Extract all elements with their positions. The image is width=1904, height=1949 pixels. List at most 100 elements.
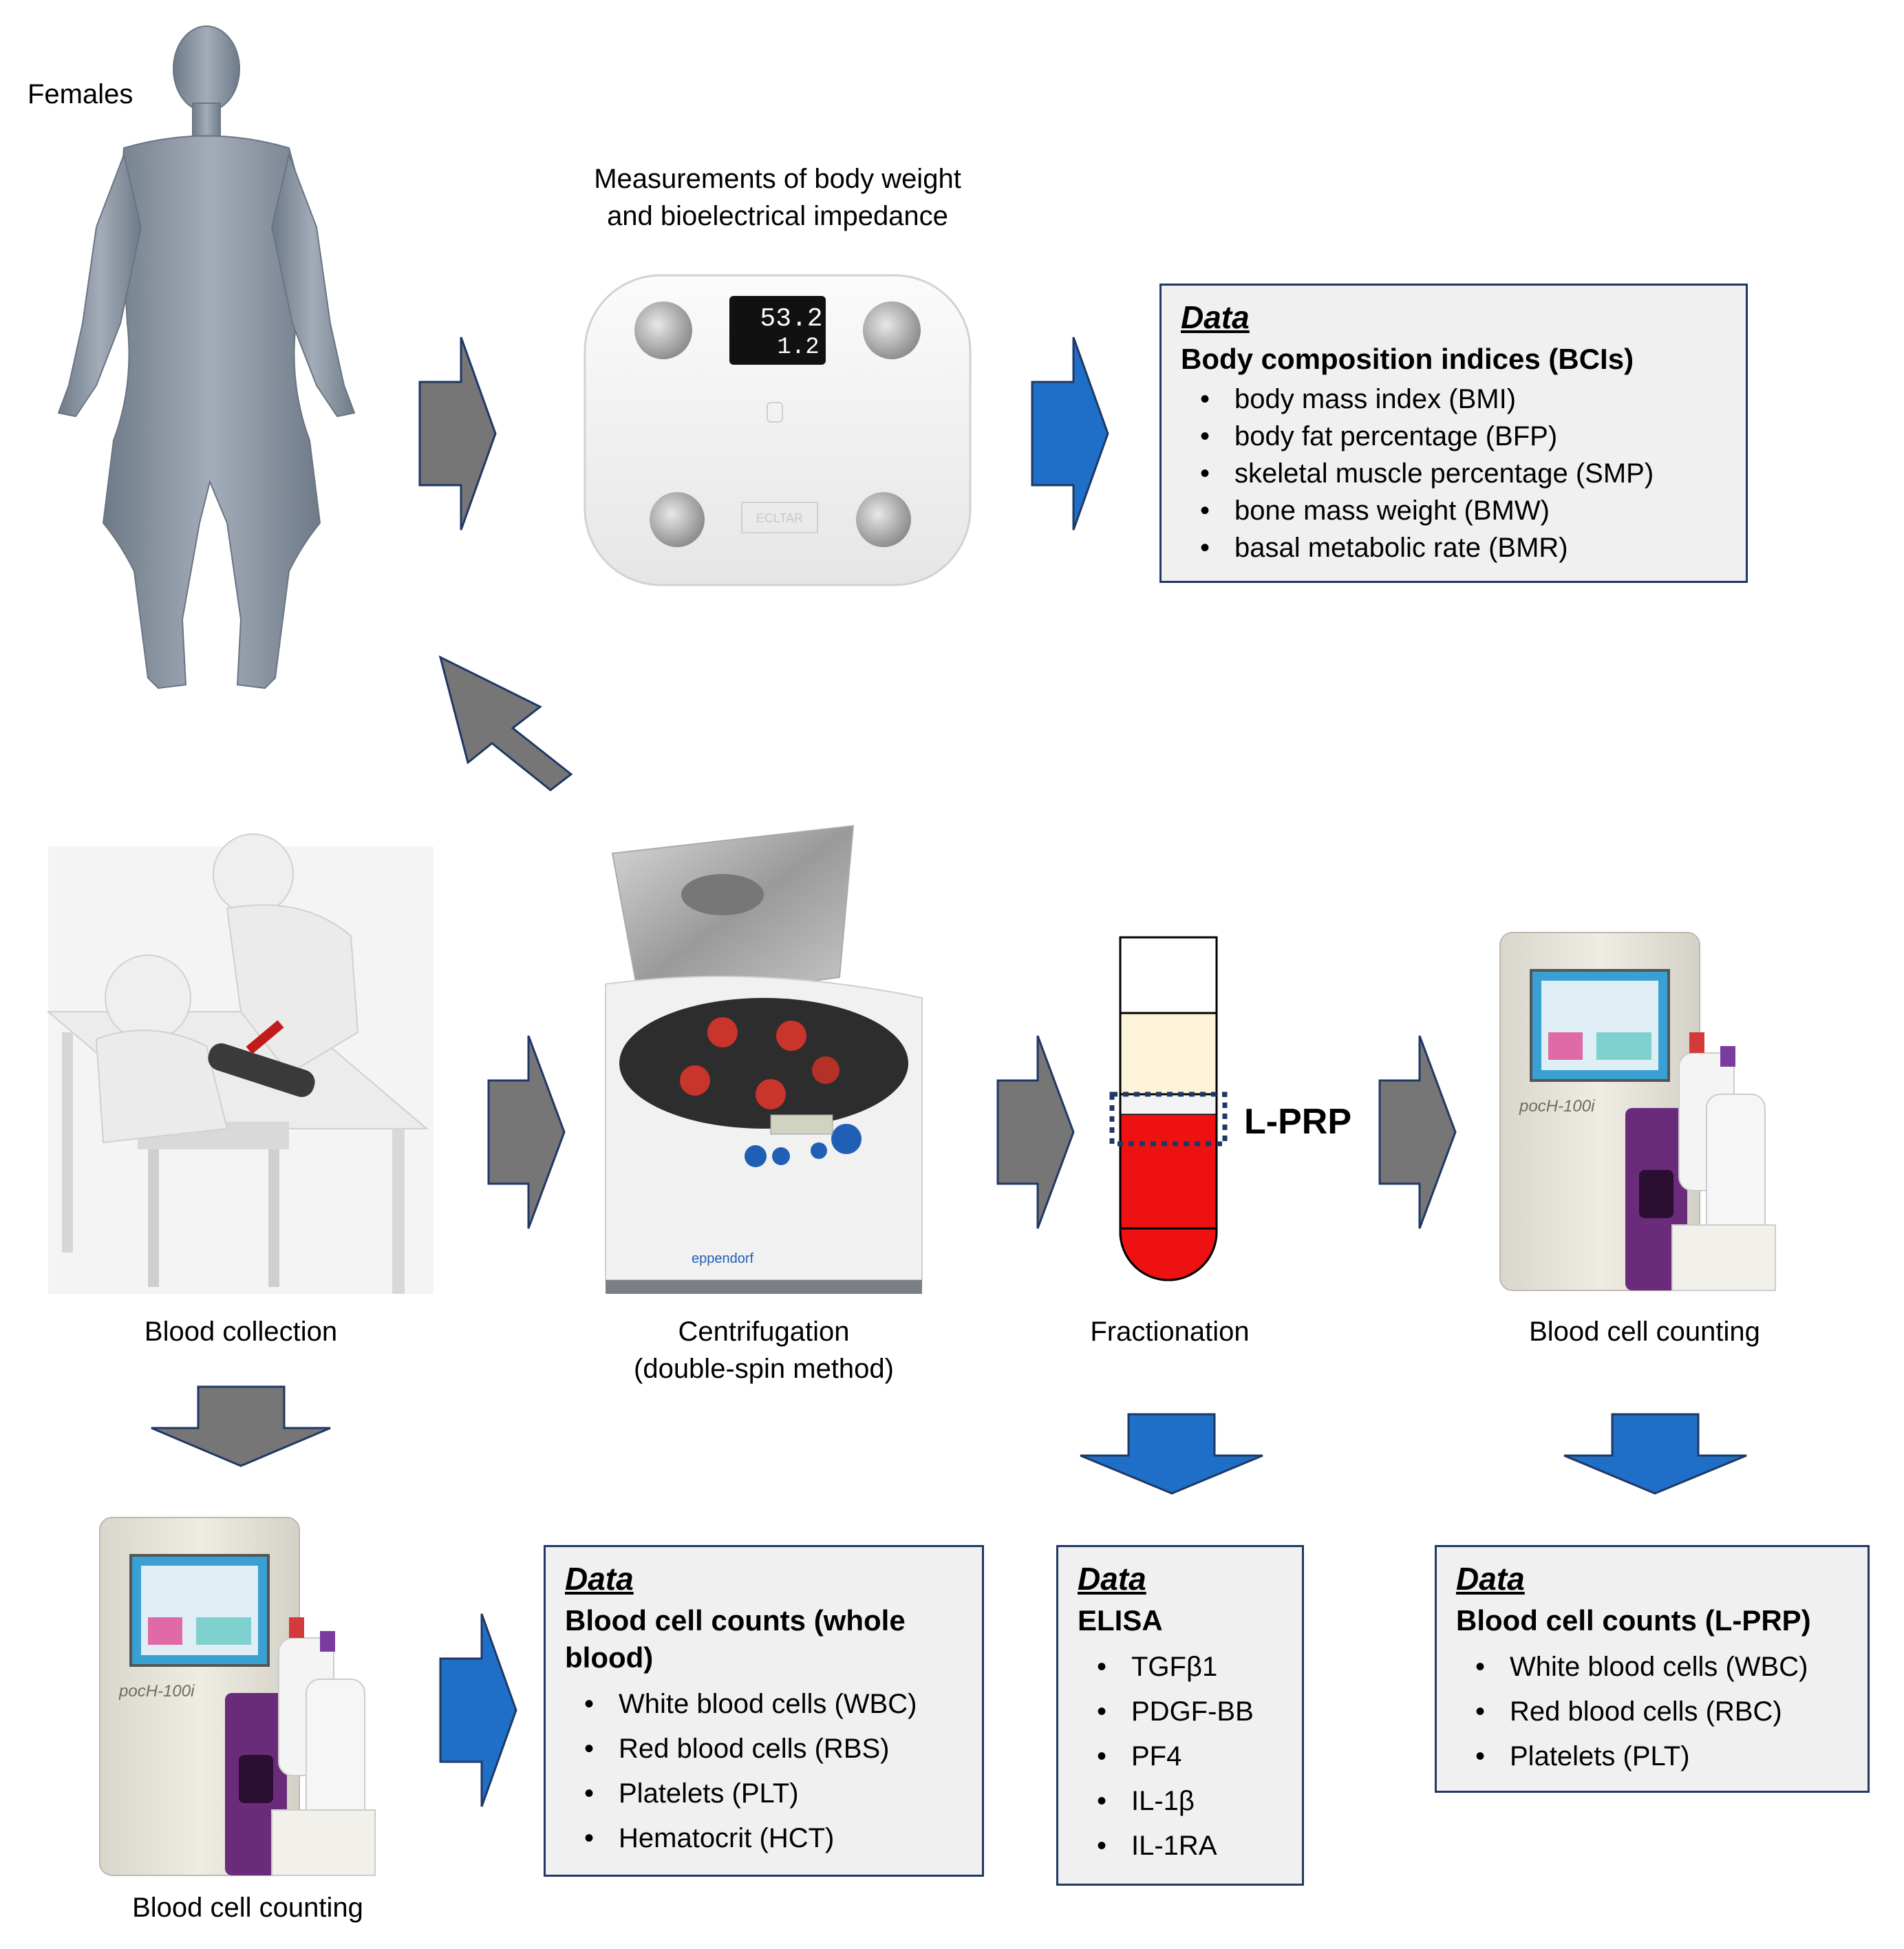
list-item-text: basal metabolic rate (BMR) <box>1234 533 1568 563</box>
bullet-icon: • <box>1200 533 1210 563</box>
bullet-icon: • <box>584 1778 595 1809</box>
list-item: • Red blood cells (RBS) <box>565 1727 982 1771</box>
list-item-text: body mass index (BMI) <box>1234 384 1517 414</box>
list-item: • IL-1β <box>1078 1779 1302 1824</box>
blood-collection-label: Blood collection <box>144 1317 338 1347</box>
bullet-icon: • <box>1475 1696 1486 1727</box>
scale-reading-bottom: 1.2 <box>777 334 819 361</box>
list-item-text: IL-1β <box>1131 1786 1195 1816</box>
bullet-icon: • <box>1097 1786 1107 1816</box>
list-item: • PF4 <box>1078 1734 1302 1779</box>
list-item-text: Platelets (PLT) <box>619 1778 799 1809</box>
hematology-analyzer-bottom <box>99 1517 376 1876</box>
bullet-icon: • <box>1097 1652 1107 1682</box>
list-item: • basal metabolic rate (BMR) <box>1181 529 1746 566</box>
list-item: • IL-1RA <box>1078 1824 1302 1868</box>
fractionation-label: Fractionation <box>1090 1317 1250 1347</box>
list-item-text: skeletal muscle percentage (SMP) <box>1234 458 1654 489</box>
list-item-text: PF4 <box>1131 1741 1182 1771</box>
arrow-person-to-scale <box>418 337 497 531</box>
arrow-collection-down <box>151 1385 331 1467</box>
scale-reading-top: 53.2 <box>760 304 822 334</box>
arrow-tube-to-analyzer <box>1378 1035 1457 1229</box>
females-label: Females <box>28 79 133 109</box>
bullet-icon: • <box>1200 496 1210 526</box>
list-item: • PDGF-BB <box>1078 1690 1302 1734</box>
bullet-icon: • <box>584 1689 595 1719</box>
list-item-text: bone mass weight (BMW) <box>1234 496 1550 526</box>
bullet-icon: • <box>1097 1831 1107 1861</box>
list-item-text: Red blood cells (RBS) <box>619 1734 890 1764</box>
bullet-icon: • <box>584 1823 595 1853</box>
list-item-text: White blood cells (WBC) <box>1510 1652 1808 1682</box>
list-item: • Platelets (PLT) <box>565 1771 982 1816</box>
data-title: Data <box>1181 299 1250 335</box>
list-item-text: Platelets (PLT) <box>1510 1741 1690 1771</box>
analyzer-model-right: pocH-100i <box>1519 1097 1595 1116</box>
bci-heading: Body composition indices (BCIs) <box>1181 343 1634 375</box>
whole-blood-heading: Blood cell counts (whole blood) <box>565 1604 906 1674</box>
centrifugation-label-line2: (double-spin method) <box>634 1354 894 1384</box>
bullet-icon: • <box>1475 1652 1486 1682</box>
arrow-collection-to-centrifuge <box>487 1035 566 1229</box>
data-title: Data <box>1078 1561 1146 1597</box>
list-item-text: PDGF-BB <box>1131 1696 1254 1727</box>
measurements-label-line1: Measurements of body weight <box>594 164 961 194</box>
list-item-text: Red blood cells (RBC) <box>1510 1696 1782 1727</box>
bci-list: • body mass index (BMI) • body fat percent… <box>1181 381 1746 566</box>
blood-cell-counting-label-right: Blood cell counting <box>1529 1317 1760 1347</box>
arrow-analyzer-to-whole-blood-data <box>439 1613 517 1807</box>
lprp-label: L-PRP <box>1244 1102 1351 1142</box>
centrifuge-brand: eppendorf <box>692 1251 754 1266</box>
list-item-text: TGFβ1 <box>1131 1652 1218 1682</box>
fractionation-tube <box>1109 936 1228 1281</box>
data-title: Data <box>565 1561 634 1597</box>
list-item-text: White blood cells (WBC) <box>619 1689 917 1719</box>
arrow-tube-to-elisa <box>1080 1413 1263 1495</box>
list-item: • body fat percentage (BFP) <box>1181 418 1746 455</box>
elisa-list: • TGFβ1 • PDGF-BB • PF4 • IL-1β • IL-1RA <box>1078 1645 1302 1868</box>
whole-blood-list: • White blood cells (WBC) • Red blood cell… <box>565 1682 982 1861</box>
bullet-icon: • <box>1097 1741 1107 1771</box>
arrow-to-person <box>438 655 573 791</box>
lprp-list: • White blood cells (WBC) • Red blood cell… <box>1456 1645 1868 1779</box>
hematology-analyzer-right <box>1499 932 1776 1291</box>
bullet-icon: • <box>1475 1741 1486 1771</box>
elisa-heading: ELISA <box>1078 1604 1163 1637</box>
list-item-text: Hematocrit (HCT) <box>619 1823 835 1853</box>
centrifuge-illustration <box>605 824 923 1294</box>
lprp-data-box: Data Blood cell counts (L-PRP) • White bl… <box>1435 1545 1870 1793</box>
list-item: • TGFβ1 <box>1078 1645 1302 1690</box>
whole-blood-data-box: Data Blood cell counts (whole blood) • Wh… <box>544 1545 984 1877</box>
list-item: • body mass index (BMI) <box>1181 381 1746 418</box>
female-figure <box>57 25 356 690</box>
bci-data-box: Data Body composition indices (BCIs) • bo… <box>1159 284 1748 583</box>
list-item: • White blood cells (WBC) <box>565 1682 982 1727</box>
centrifugation-label-line1: Centrifugation <box>678 1317 850 1347</box>
analyzer-model-bottom: pocH-100i <box>118 1682 195 1701</box>
list-item: • White blood cells (WBC) <box>1456 1645 1868 1690</box>
bullet-icon: • <box>584 1734 595 1764</box>
bullet-icon: • <box>1200 421 1210 451</box>
bullet-icon: • <box>1097 1696 1107 1727</box>
list-item-text: IL-1RA <box>1131 1831 1217 1861</box>
scale-brand: ECLTAR <box>756 511 803 525</box>
list-item: • skeletal muscle percentage (SMP) <box>1181 455 1746 492</box>
arrow-analyzer-to-lprp-data <box>1563 1413 1747 1495</box>
elisa-data-box: Data ELISA • TGFβ1 • PDGF-BB • PF4 • IL-1β •… <box>1056 1545 1304 1886</box>
list-item: • Platelets (PLT) <box>1456 1734 1868 1779</box>
measurements-label-line2: and bioelectrical impedance <box>607 201 948 231</box>
blood-collection-illustration <box>46 833 434 1294</box>
lprp-heading: Blood cell counts (L-PRP) <box>1456 1604 1811 1637</box>
list-item-text: body fat percentage (BFP) <box>1234 421 1558 451</box>
bullet-icon: • <box>1200 384 1210 414</box>
list-item: • Hematocrit (HCT) <box>565 1816 982 1861</box>
blood-cell-counting-label-bottom: Blood cell counting <box>132 1893 363 1923</box>
data-title: Data <box>1456 1561 1525 1597</box>
body-scale <box>584 274 972 586</box>
list-item: • Red blood cells (RBC) <box>1456 1690 1868 1734</box>
list-item: • bone mass weight (BMW) <box>1181 492 1746 529</box>
arrow-centrifuge-to-tube <box>996 1035 1075 1229</box>
bullet-icon: • <box>1200 458 1210 489</box>
